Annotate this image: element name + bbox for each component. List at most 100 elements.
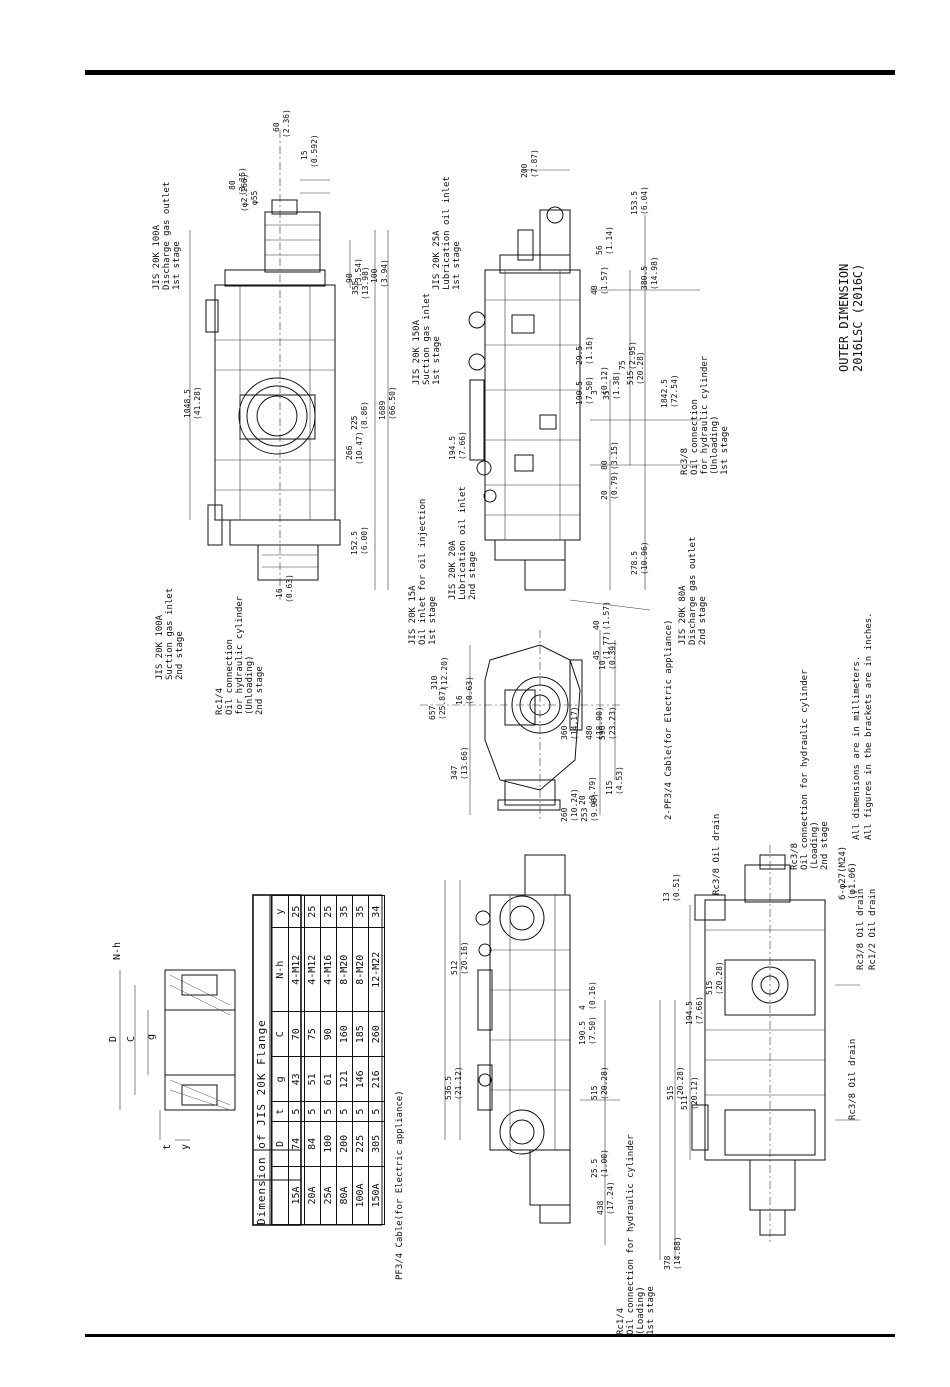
flange-table-cell: 4-M16: [320, 927, 337, 1012]
dim-bottom-view: 511: [680, 1095, 689, 1110]
dim-side-view: (7.66): [458, 431, 467, 460]
label-suction-2nd-line: 2nd stage: [175, 631, 185, 680]
flange-table: [252, 894, 383, 1226]
label-discharge-2nd-line: Discharge gas outlet: [688, 536, 698, 645]
dim-top-view: 266: [345, 445, 354, 460]
dim-bottom-view: (14.88): [673, 1236, 682, 1270]
dim-side-view: (1.57): [600, 266, 609, 295]
dim-top-view: (3.94): [380, 259, 389, 288]
label-discharge-1st-line: JIS 20K 100A: [152, 224, 162, 290]
dim-end-view: 657: [428, 705, 437, 720]
flange-table-header-row: D t g C N-h y: [271, 895, 289, 1225]
dim-end-view: (1.57): [602, 601, 611, 630]
dim-end-view: (25.87): [438, 686, 447, 720]
dim-front-view: 438: [596, 1200, 605, 1215]
dim-bottom-view: 515: [666, 1085, 675, 1100]
label-drain-b-line: Rc1/2 Oil drain: [868, 888, 878, 970]
dim-end-view: 347: [450, 765, 459, 780]
flange-table-cell: 25: [288, 895, 305, 928]
flange-table-cell: 121: [336, 1056, 353, 1102]
dim-top-view: 1048.5: [183, 389, 192, 418]
flange-table-cell: 216: [368, 1056, 385, 1102]
flange-sketch-label: t: [162, 1143, 173, 1150]
label-oil-drain-top-line: Rc3/8 Oil drain: [712, 813, 722, 895]
flange-table-cell: 305: [368, 1121, 385, 1167]
flange-table-cell: 100: [320, 1121, 337, 1167]
dim-end-view: 310: [430, 675, 439, 690]
label-drain-a: Rc3/8 Oil drain: [856, 889, 866, 970]
dim-top-view: (66.50): [388, 386, 397, 420]
dim-top-view: 100: [370, 268, 379, 283]
dim-top-view: (0.63): [285, 574, 294, 603]
dim-top-view: (8.86): [360, 401, 369, 430]
side-view-compressor: [468, 169, 700, 611]
dim-end-view: (0.63): [465, 676, 474, 705]
flange-table-cell: 5: [320, 1101, 337, 1122]
label-suction-2nd-line: JIS 20K 100A: [155, 614, 165, 680]
label-oil-injection-1st-line: Oil inlet for oil injection: [418, 498, 428, 645]
label-oil-injection-1st-line: 1st stage: [428, 596, 438, 645]
dim-front-view: (20.16): [460, 941, 469, 975]
dim-side-view: (72.54): [670, 374, 679, 408]
dim-end-view: 480: [585, 725, 594, 740]
note-line-1-line: All dimensions are in millimeters.: [852, 655, 862, 840]
header-rule: [85, 70, 895, 75]
flange-sketch-label: C: [126, 1035, 137, 1042]
dim-side-view: 190.5: [575, 380, 584, 405]
dim-side-view: 80: [600, 460, 609, 470]
flange-table-cell: 260: [368, 1011, 385, 1057]
label-bolts: 6-φ27(M24)(φ1.06): [838, 846, 858, 900]
label-oil-loading-2nd-line: Oil connection for hydraulic cylinder: [800, 669, 810, 870]
label-oil-unloading-2nd-line: (Unloading): [245, 655, 255, 715]
flange-table-cell: 75: [304, 1011, 321, 1057]
dim-end-view: 40: [592, 620, 601, 630]
label-drain-b: Rc1/2 Oil drain: [868, 889, 878, 970]
dim-bottom-view: (20.28): [715, 961, 724, 995]
dim-bottom-view: (20.12): [690, 1076, 699, 1110]
label-discharge-1st-line: Discharge gas outlet: [162, 181, 172, 290]
flange-table-cell: 84: [304, 1121, 321, 1167]
title-block-line: OUTER DIMENSION: [837, 263, 851, 372]
dim-side-view: (20.28): [636, 351, 645, 385]
flange-table-cell: 43: [288, 1056, 305, 1102]
label-discharge-1st-line: 1st stage: [172, 241, 182, 290]
label-lubrication-1st-line: Lubrication oil inlet: [442, 176, 452, 290]
top-view-compressor: [189, 130, 389, 600]
label-oil-loading-1st-line: (Loading): [636, 1286, 646, 1335]
dim-end-view: (10.24): [570, 788, 579, 822]
flange-table-cell: 5: [336, 1101, 353, 1122]
note-line-2-line: All figures in the brackets are in inche…: [864, 612, 874, 840]
flange-table-cell: 100A: [352, 1166, 369, 1225]
label-oil-unloading-1st-line: 1st stage: [720, 426, 730, 475]
dim-end-view: (13.66): [460, 746, 469, 780]
flange-table-cell: 5: [288, 1101, 305, 1122]
dim-end-view: 115: [605, 780, 614, 795]
flange-sketch-label: D: [108, 1035, 119, 1042]
end-view-compressor: [420, 630, 620, 820]
dim-bottom-view: 13: [662, 892, 671, 902]
dim-bottom-view: 378: [663, 1255, 672, 1270]
dim-end-view: (14.17): [570, 706, 579, 740]
flange-table-cell: 4-M12: [304, 927, 321, 1012]
label-lubrication-2nd-line: JIS 20K 20A: [448, 540, 458, 600]
dim-side-view: 29.5: [575, 345, 584, 365]
label-oil-loading-2nd-line: (Loading): [810, 821, 820, 870]
flange-table-cell: 8-M20: [352, 927, 369, 1012]
dim-end-view: (4.53): [615, 766, 624, 795]
flange-sketch: [119, 969, 236, 1141]
dim-front-view: (17.24): [606, 1181, 615, 1215]
label-suction-1st-line: JIS 20K 150A: [412, 319, 422, 385]
title-subblock-line: 2016LSC (2016C): [851, 263, 865, 372]
dim-bottom-view: (7.66): [695, 996, 704, 1025]
dim-front-view: 536.5: [444, 1075, 453, 1100]
dim-side-view: (1.14): [605, 226, 614, 255]
